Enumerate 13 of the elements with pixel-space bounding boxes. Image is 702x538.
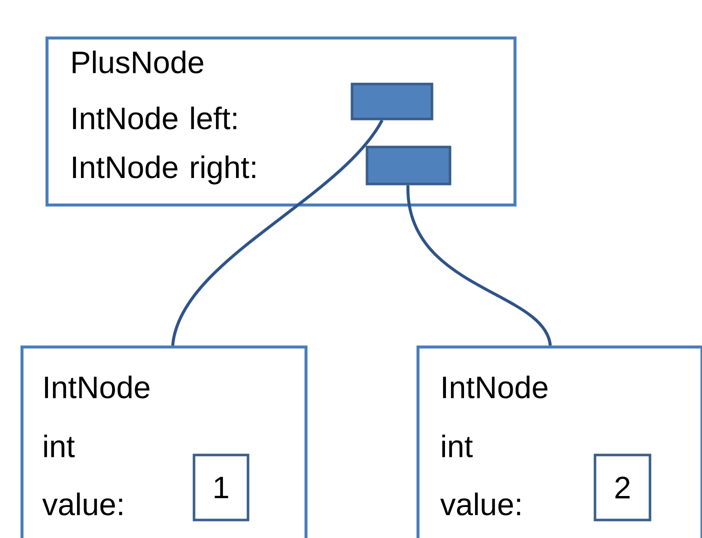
filled-box	[350, 82, 434, 120]
field-label: IntNode right:	[73, 156, 256, 184]
field-label: IntNode left:	[73, 106, 236, 130]
connector-curve	[406, 185, 552, 346]
filled-box	[366, 146, 452, 186]
value-box: 1	[192, 454, 250, 522]
field-label: PlusNode	[72, 50, 204, 74]
field-label: int value:	[440, 434, 520, 516]
value-box: 2	[594, 454, 652, 522]
field-label: IntNode	[443, 376, 548, 398]
connector-curve	[171, 119, 384, 346]
field-label: IntNode	[45, 376, 150, 398]
field-label: int value:	[42, 434, 122, 516]
